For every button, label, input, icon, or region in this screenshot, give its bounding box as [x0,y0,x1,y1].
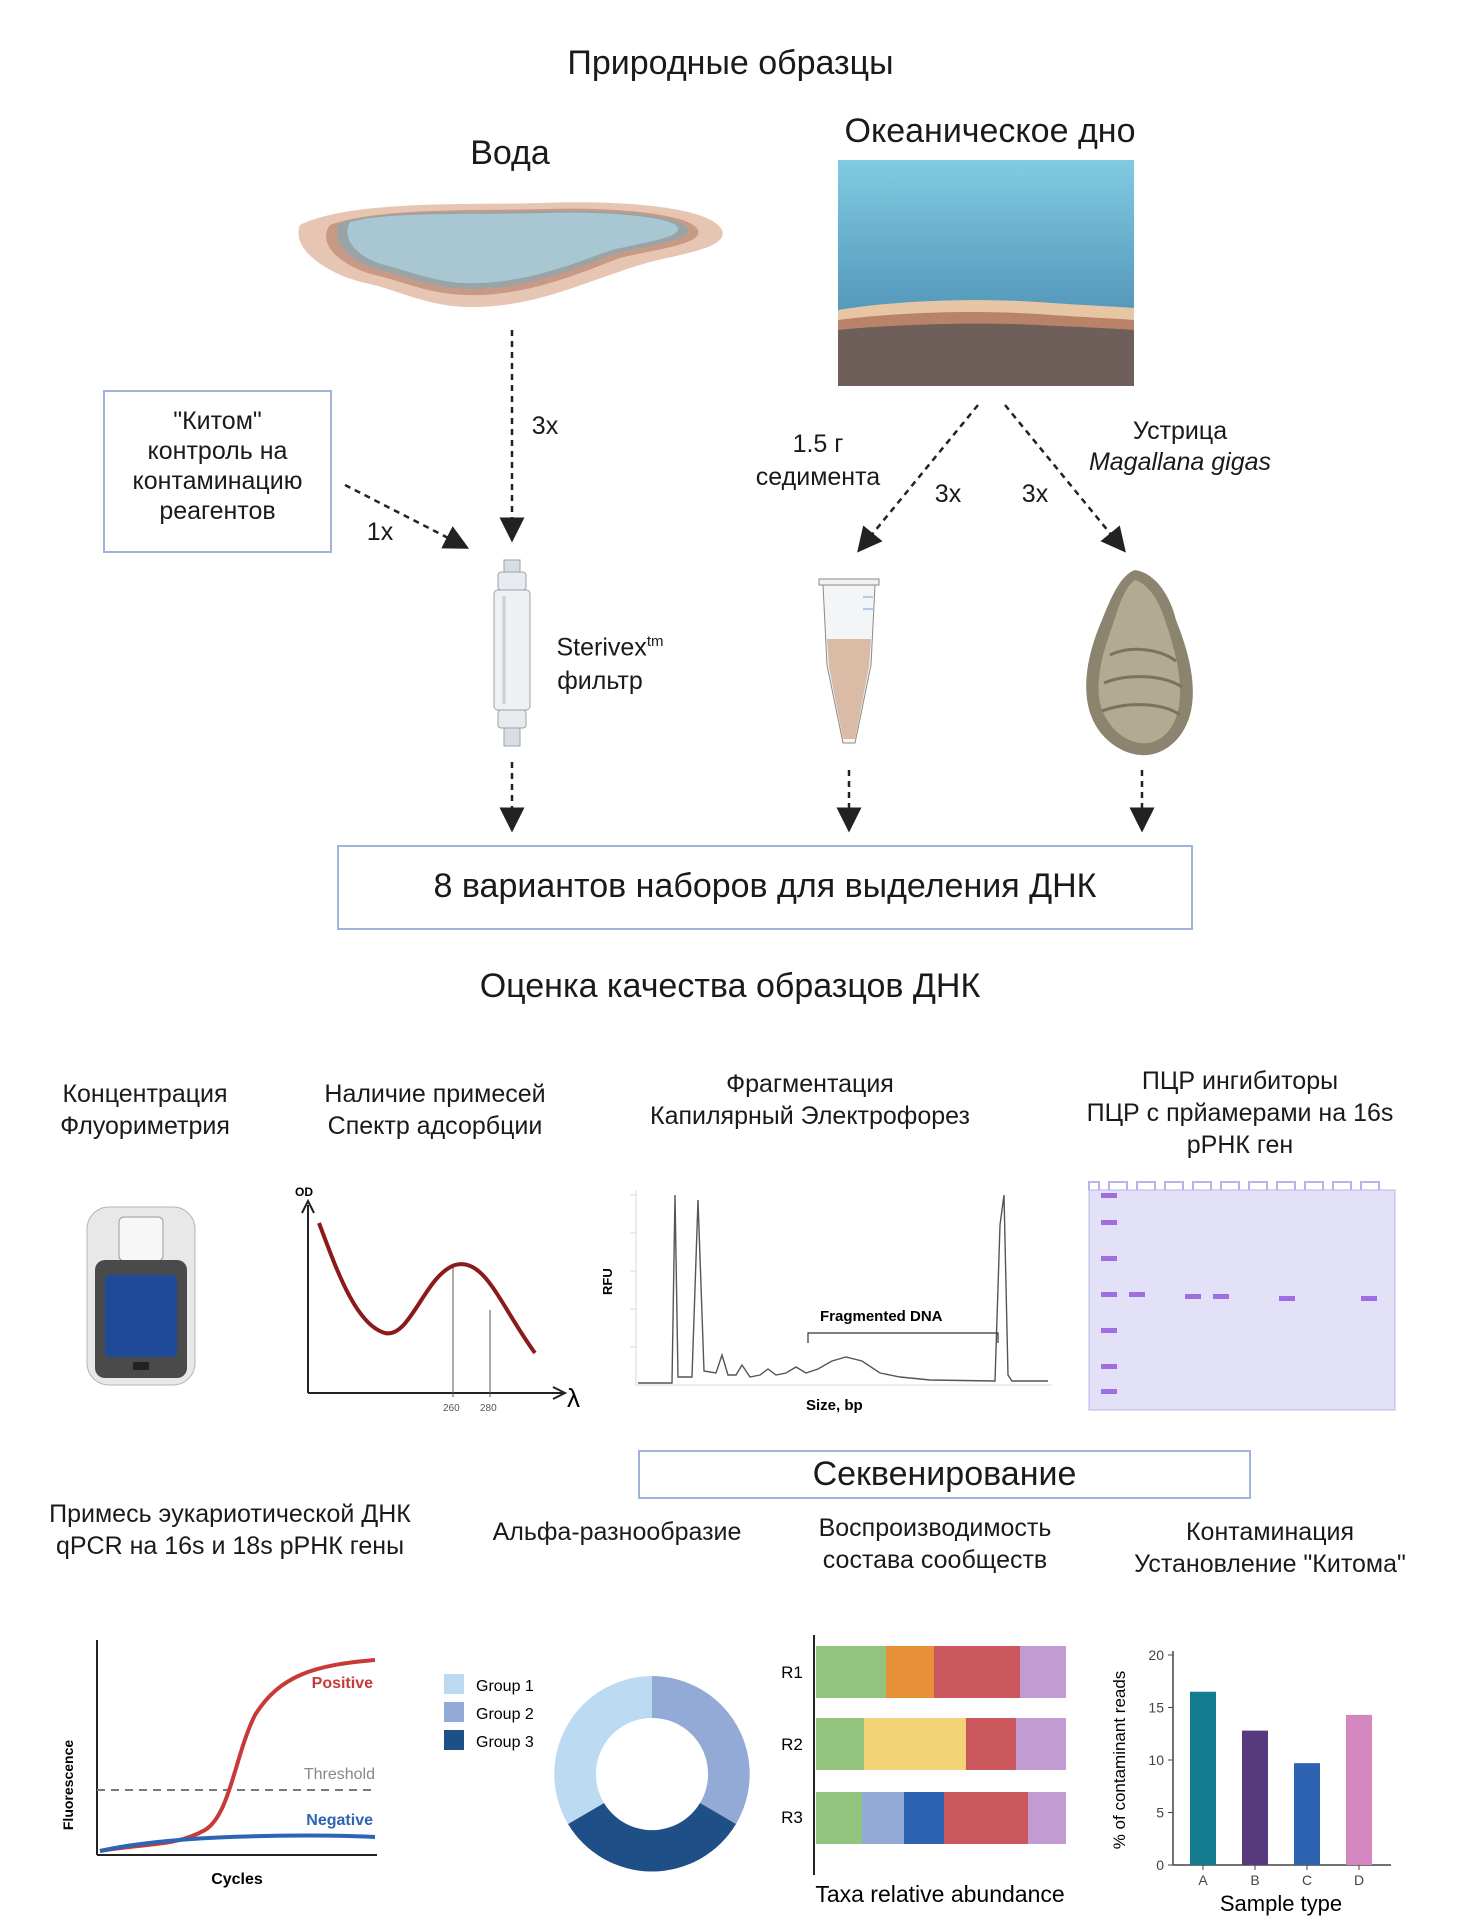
bar-C [1294,1763,1320,1865]
qc-concentration-1: Концентрация [62,1080,228,1108]
sequencing-box [638,1450,1251,1499]
reagent-control-box [103,390,332,553]
legend-group-2: Group 2 [476,1706,534,1723]
taxa-row-r1: R1 [781,1663,803,1682]
qc-impurities-1: Наличие примесей [324,1080,546,1108]
taxa-bar-r2 [816,1718,1066,1770]
sequencing-label: Секвенирование [812,1455,1077,1493]
taxa-bar-r1 [816,1646,1066,1698]
control-reps: 1x [366,518,394,546]
filter-sup: tm [646,633,664,650]
x-tick-label: B [1250,1872,1259,1888]
qc-inhibitors-2: ПЦР с прйамерами на 16s [1086,1099,1394,1127]
y-tick-label: 20 [1148,1647,1164,1663]
control-line-2: контроль на [147,437,288,465]
qc-impurities-2: Спектр адсорбции [327,1112,543,1140]
y-tick-label: 5 [1156,1805,1164,1821]
oyster-label: Устрица [1132,417,1228,445]
electro-x-label: Size, bp [806,1397,863,1414]
electro-annotation: Fragmented DNA [820,1308,943,1325]
qpcr-y-label: Fluorescence [60,1740,76,1830]
y-tick-label: 0 [1156,1857,1164,1873]
sediment-line-1: 1.5 г [792,430,844,458]
contam-y-label: % of contaminant reads [1110,1671,1129,1850]
water-label: Вода [470,134,550,172]
taxa-bar-r3 [816,1792,1066,1844]
legend-group-3: Group 3 [476,1734,534,1751]
qc-concentration-2: Флуориметрия [60,1112,230,1140]
qc-inhibitors-1: ПЦР ингибиторы [1141,1067,1339,1095]
qpcr-threshold-label: Threshold [304,1766,375,1783]
x-tick-label: D [1354,1872,1364,1888]
x-tick-label: C [1302,1872,1312,1888]
sediment-line-2: седимента [755,463,881,491]
seq-reproducibility-2: состава сообществ [822,1546,1048,1574]
taxa-x-label: Taxa relative abundance [815,1881,1064,1907]
seq-reproducibility-1: Воспроизводимость [818,1514,1052,1542]
control-line-1: "Китом" [173,407,262,435]
legend-group-1: Group 1 [476,1678,534,1695]
electrophoresis-chart: RFU Fragmented DNA Size, bp [600,1190,1052,1414]
qc-fragmentation-2: Капилярный Электрофорез [650,1102,970,1130]
legend-swatch-group-1 [444,1674,464,1694]
seq-contamination-2: Установление "Китома" [1134,1550,1406,1578]
taxa-row-r3: R3 [781,1808,803,1827]
contaminant-reads-chart: 0 5 10 15 20A B C D Sample type % of contaminant … [1110,1647,1391,1916]
legend-swatch-group-2 [444,1702,464,1722]
spectrum-tick-280: 280 [480,1403,497,1414]
filter-name: Sterivex [556,633,647,662]
qc-fragmentation-1: Фрагментация [726,1070,894,1098]
sterivex-filter-illustration [493,559,531,747]
bar-B [1242,1730,1268,1865]
x-tick-label: A [1198,1872,1208,1888]
control-line-3: контаминацию [132,467,303,495]
seq-contamination-1: Контаминация [1185,1518,1355,1546]
seq-eukaryotic-2: qPCR на 16s и 18s рРНК гены [55,1532,405,1560]
seq-eukaryotic-1: Примесь эукариотической ДНК [49,1500,411,1528]
spectrum-y-label: OD [295,1185,313,1199]
donut-slice-group-3 [568,1803,736,1872]
fluorometer-illustration [86,1206,196,1386]
oyster-reps: 3x [1021,480,1049,508]
contam-x-label: Sample type [1220,1891,1342,1916]
sediment-tube-illustration [818,578,880,744]
alpha-diversity-donut: Group 1 Group 2 Group 3 [444,1674,750,1872]
qpcr-chart: Fluorescence Positive Threshold Negative… [60,1640,377,1888]
extraction-kits-box [337,845,1193,930]
spectrum-x-label: λ [567,1383,580,1413]
pcr-gel-illustration [1088,1181,1396,1411]
oyster-species: Magallana gigas [1088,448,1272,476]
control-line-4: реагентов [159,497,276,525]
oyster-illustration [1086,570,1193,756]
ocean-floor-illustration [838,160,1134,386]
sediment-reps: 3x [934,480,962,508]
absorbance-spectrum-chart: OD λ 260 280 [295,1185,580,1414]
filter-label-2: фильтр [557,667,643,695]
water-reps: 3x [531,412,559,440]
bar-A [1190,1691,1216,1865]
qpcr-positive-label: Positive [312,1675,373,1692]
pond-illustration [298,202,723,308]
main-title: Природные образцы [567,44,894,82]
flow-arrows [344,330,1155,833]
donut-slice-group-1 [554,1676,652,1824]
qpcr-negative-label: Negative [306,1812,373,1829]
taxa-row-r2: R2 [781,1735,803,1754]
filter-label: Sterivextm [540,633,680,662]
qpcr-x-label: Cycles [211,1871,263,1888]
bar-D [1346,1714,1372,1865]
qc-inhibitors-3: рРНК ген [1186,1131,1294,1159]
legend-swatch-group-3 [444,1730,464,1750]
taxa-abundance-chart: R1 R2 R3 Taxa relative abundance [781,1635,1066,1907]
quality-title: Оценка качества образцов ДНК [479,967,981,1005]
seq-alpha-diversity: Альфа-разнообразие [492,1518,742,1546]
y-tick-label: 10 [1148,1752,1164,1768]
ocean-floor-label: Океаническое дно [844,112,1136,150]
extraction-kits-label: 8 вариантов наборов для выделения ДНК [433,867,1097,905]
donut-slice-group-2 [652,1676,750,1824]
spectrum-tick-260: 260 [443,1403,460,1414]
electro-y-label: RFU [600,1268,615,1295]
y-tick-label: 15 [1148,1700,1164,1716]
